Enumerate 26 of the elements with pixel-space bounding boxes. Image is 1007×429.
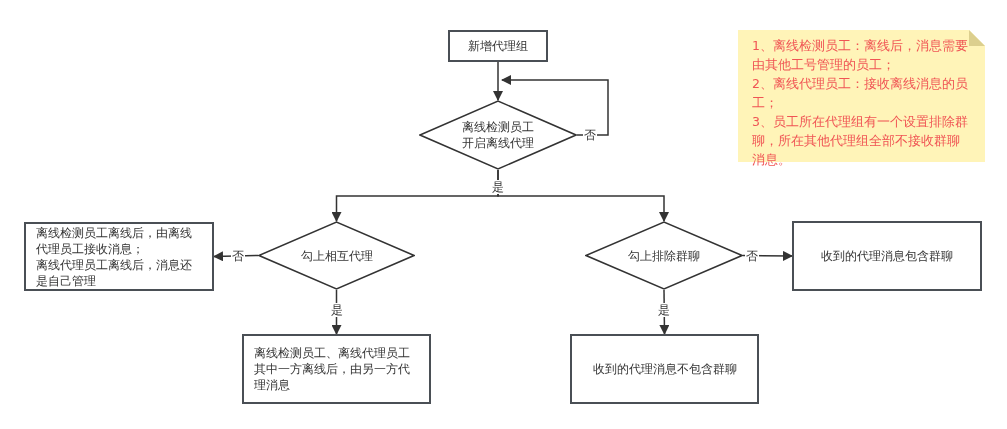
- step-text: 新增代理组: [468, 38, 528, 54]
- edge-label: 是: [330, 303, 344, 317]
- process-box: [448, 30, 548, 62]
- step-text: 收到的代理消息包含群聊: [821, 248, 953, 264]
- decision-text: 勾上排除群聊: [628, 247, 700, 264]
- note-text: 3、员工所在代理组有一个设置排除群聊，所在其他代理组全部不接收群聊消息。: [752, 113, 969, 169]
- edge-label: 否: [231, 249, 245, 263]
- arrow: [501, 75, 609, 136]
- note-text: 1、离线检测员工：离线后，消息需要由其他工号管理的员工；: [752, 37, 969, 74]
- arrow: [493, 61, 503, 101]
- edge-label: 是: [657, 303, 671, 317]
- edge-label: 否: [745, 249, 759, 263]
- step-text: 离线检测员工离线后，由离线代理员工接收消息；: [36, 224, 193, 257]
- decision-text: 勾上相互代理: [300, 247, 373, 264]
- step-text: 离线代理员工离线后，消息还是自己管理: [36, 256, 193, 289]
- note-text: 2、离线代理员工：接收离线消息的员工；: [752, 75, 969, 112]
- step-text: 离线检测员工、离线代理员工其中一方离线后，由另一方代理消息: [254, 345, 411, 393]
- step-text: 收到的代理消息不包含群聊: [592, 361, 737, 377]
- arrow: [497, 169, 669, 222]
- edge-label: 是: [491, 180, 505, 194]
- process-box: [570, 334, 759, 404]
- process-box: [242, 334, 431, 404]
- process-box: [24, 222, 214, 291]
- edge-label: 否: [583, 128, 597, 142]
- decision-text: 离线检测员工开启离线代理: [461, 119, 535, 151]
- process-box: [792, 221, 982, 291]
